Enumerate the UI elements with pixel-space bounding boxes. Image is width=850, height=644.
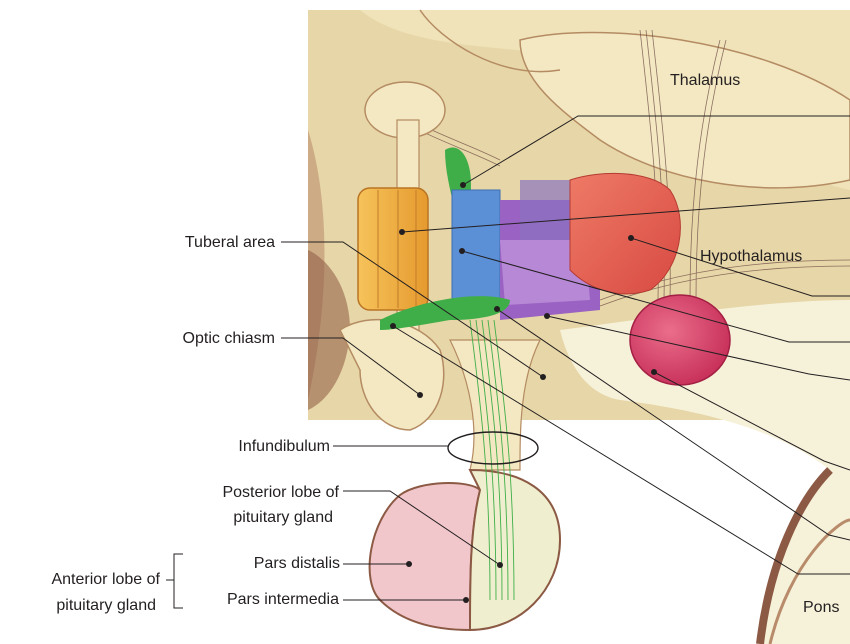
label-optic-chiasm: Optic chiasm xyxy=(183,329,275,348)
label-pars-distalis: Pars distalis xyxy=(254,554,340,573)
label-pars-intermedia: Pars intermedia xyxy=(227,590,339,609)
label-hypothalamus: Hypothalamus xyxy=(700,247,802,266)
label-tuberal-area: Tuberal area xyxy=(185,233,275,252)
label-thalamus: Thalamus xyxy=(670,71,740,90)
label-posterior-lobe-line2: pituitary gland xyxy=(233,508,333,527)
label-infundibulum: Infundibulum xyxy=(238,437,330,456)
label-pons: Pons xyxy=(803,598,839,617)
label-posterior-lobe-line1: Posterior lobe of xyxy=(222,483,339,502)
label-anterior-lobe-line1: Anterior lobe of xyxy=(51,570,160,589)
label-anterior-lobe-line2: pituitary gland xyxy=(56,596,156,615)
